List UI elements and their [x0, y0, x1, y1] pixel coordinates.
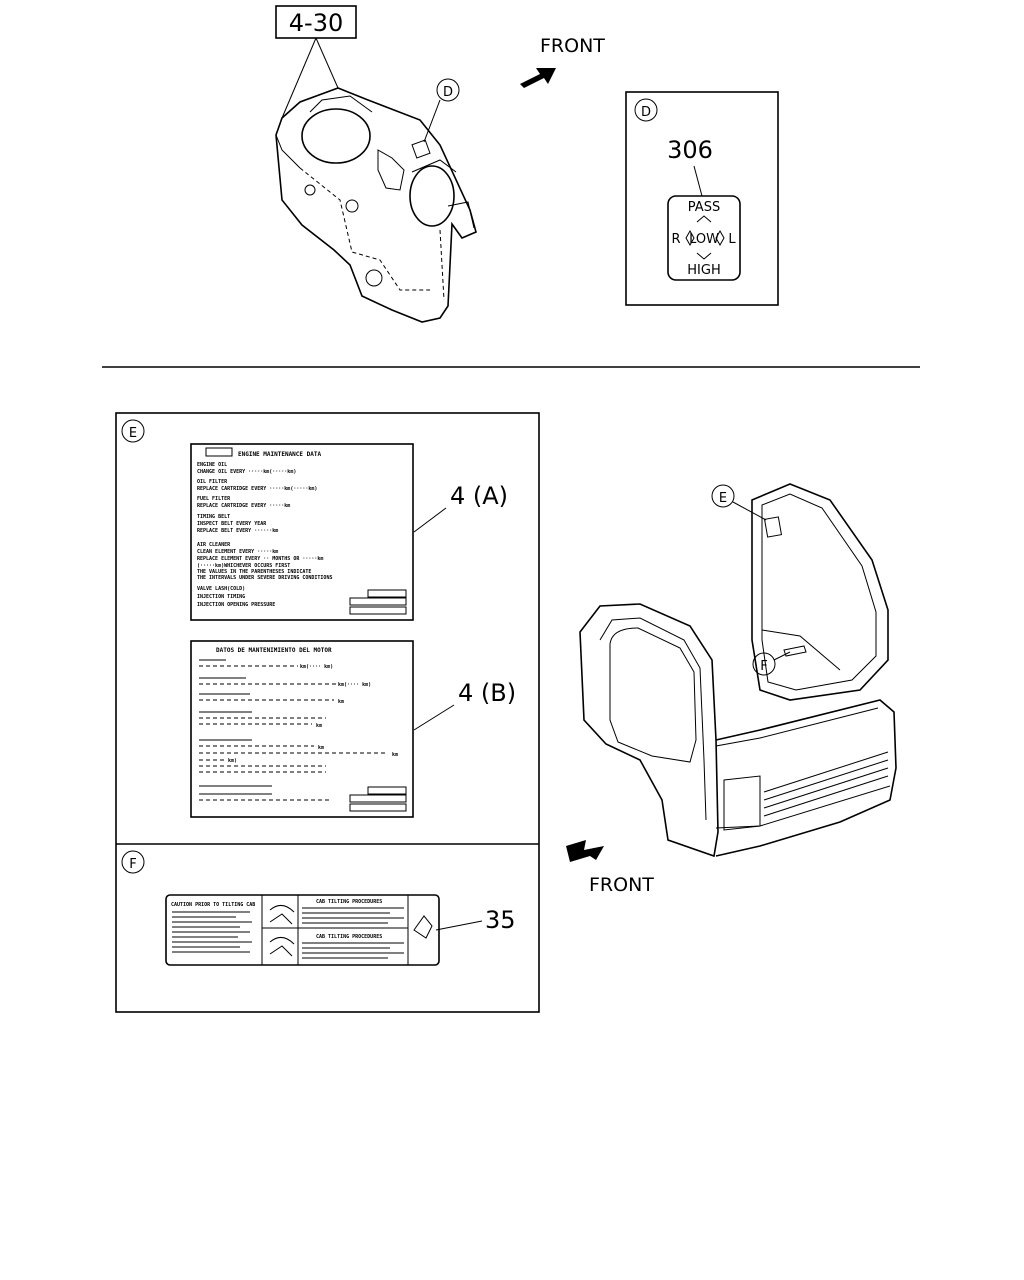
svg-text:km(···· km): km(···· km) [338, 682, 371, 688]
detail-d-letter: D [641, 105, 651, 120]
svg-text:TIMING BELT: TIMING BELT [197, 514, 230, 520]
maintenance-label-spanish: DATOS DE MANTENIMIENTO DEL MOTOR km(····… [190, 640, 414, 818]
svg-text:D: D [443, 85, 453, 100]
svg-text:REPLACE ELEMENT EVERY ·· MONTH: REPLACE ELEMENT EVERY ·· MONTHS OR ·····… [197, 556, 323, 562]
front-arrow-top-icon [520, 68, 556, 88]
svg-text:INSPECT BELT EVERY YEAR: INSPECT BELT EVERY YEAR [197, 521, 267, 527]
detail-f-letter: F [129, 857, 136, 872]
cab-view: E F FRONT [566, 483, 897, 896]
part-ref-35: 35 [485, 906, 516, 934]
svg-text:PASS: PASS [688, 200, 720, 215]
svg-text:ENGINE OIL: ENGINE OIL [197, 462, 227, 468]
svg-text:REPLACE BELT EVERY ······km: REPLACE BELT EVERY ······km [197, 528, 278, 534]
maintenance-label-english: ENGINE MAINTENANCE DATA ENGINE OIL CHANG… [190, 443, 414, 621]
svg-text:THE INTERVALS UNDER SEVERE DRI: THE INTERVALS UNDER SEVERE DRIVING CONDI… [197, 575, 332, 581]
label-b-title: DATOS DE MANTENIMIENTO DEL MOTOR [216, 647, 332, 654]
svg-text:R: R [671, 232, 680, 247]
svg-text:(·····km)WHICHEVER OCCURS FIRS: (·····km)WHICHEVER OCCURS FIRST [197, 563, 290, 569]
detail-d-panel: D 306 PASS R LOW L HIGH [625, 91, 779, 306]
svg-text:CAB TILTING PROCEDURES: CAB TILTING PROCEDURES [316, 899, 382, 905]
svg-text:CLEAN ELEMENT EVERY ·····km: CLEAN ELEMENT EVERY ·····km [197, 549, 278, 555]
label-a-title: ENGINE MAINTENANCE DATA [238, 451, 321, 458]
callout-e: E [719, 491, 727, 506]
svg-text:THE VALUES IN THE PARENTHESES: THE VALUES IN THE PARENTHESES INDICATE [197, 569, 311, 575]
part-ref-4a: 4 (A) [450, 482, 508, 510]
front-arrow-bottom-icon [566, 840, 604, 862]
label-location-e [763, 516, 783, 538]
svg-text:LOW: LOW [689, 232, 719, 247]
svg-text:HIGH: HIGH [687, 263, 720, 278]
svg-text:km: km [316, 723, 322, 729]
warning-symbol-icon [413, 915, 433, 939]
svg-text:INJECTION OPENING PRESSURE: INJECTION OPENING PRESSURE [197, 602, 275, 608]
part-ref-4-30: 4-30 [289, 9, 343, 37]
svg-text:FUEL FILTER: FUEL FILTER [197, 496, 231, 502]
svg-text:km: km [338, 699, 344, 705]
label-location-f [783, 645, 807, 657]
svg-text:CHANGE OIL EVERY ·····km(·····: CHANGE OIL EVERY ·····km(·····km) [197, 469, 296, 475]
svg-text:OIL FILTER: OIL FILTER [197, 479, 228, 485]
svg-text:REPLACE CARTRIDGE EVERY ·····k: REPLACE CARTRIDGE EVERY ·····km(·····km) [197, 486, 317, 492]
svg-text:km): km) [228, 758, 237, 764]
front-label-bottom: FRONT [589, 874, 654, 896]
svg-text:km: km [392, 752, 398, 758]
svg-text:km(···· km): km(···· km) [300, 664, 333, 670]
detail-f-panel: F CAUTION PRIOR TO TILTING CAB CAB TILTI… [121, 850, 516, 966]
tilt-diagram-1-icon [269, 905, 295, 925]
part-ref-4b: 4 (B) [458, 679, 516, 707]
dimmer-switch-label [667, 195, 741, 281]
callout-f: F [760, 659, 767, 674]
tilt-diagram-2-icon [269, 937, 295, 957]
callout-d [436, 78, 460, 102]
svg-text:REPLACE CARTRIDGE EVERY ·····k: REPLACE CARTRIDGE EVERY ·····km [197, 503, 290, 509]
svg-text:CAUTION PRIOR TO TILTING CAB: CAUTION PRIOR TO TILTING CAB [171, 902, 255, 908]
detail-e-letter: E [129, 426, 137, 441]
detail-e-panel: E ENGINE MAINTENANCE DATA ENGINE OIL CHA… [115, 412, 540, 1013]
cab-tilting-label [165, 894, 440, 966]
svg-text:CAB TILTING PROCEDURES: CAB TILTING PROCEDURES [316, 934, 382, 940]
svg-text:INJECTION TIMING: INJECTION TIMING [197, 594, 245, 600]
svg-text:km: km [318, 745, 324, 751]
svg-text:L: L [728, 232, 736, 247]
front-label-top: FRONT [540, 35, 605, 57]
steering-column-cover-view: 4-30 D FRONT [275, 5, 605, 323]
svg-text:VALVE LASH(COLD): VALVE LASH(COLD) [197, 586, 245, 592]
part-number-306: 306 [667, 136, 713, 164]
svg-text:AIR CLEANER: AIR CLEANER [197, 542, 231, 548]
